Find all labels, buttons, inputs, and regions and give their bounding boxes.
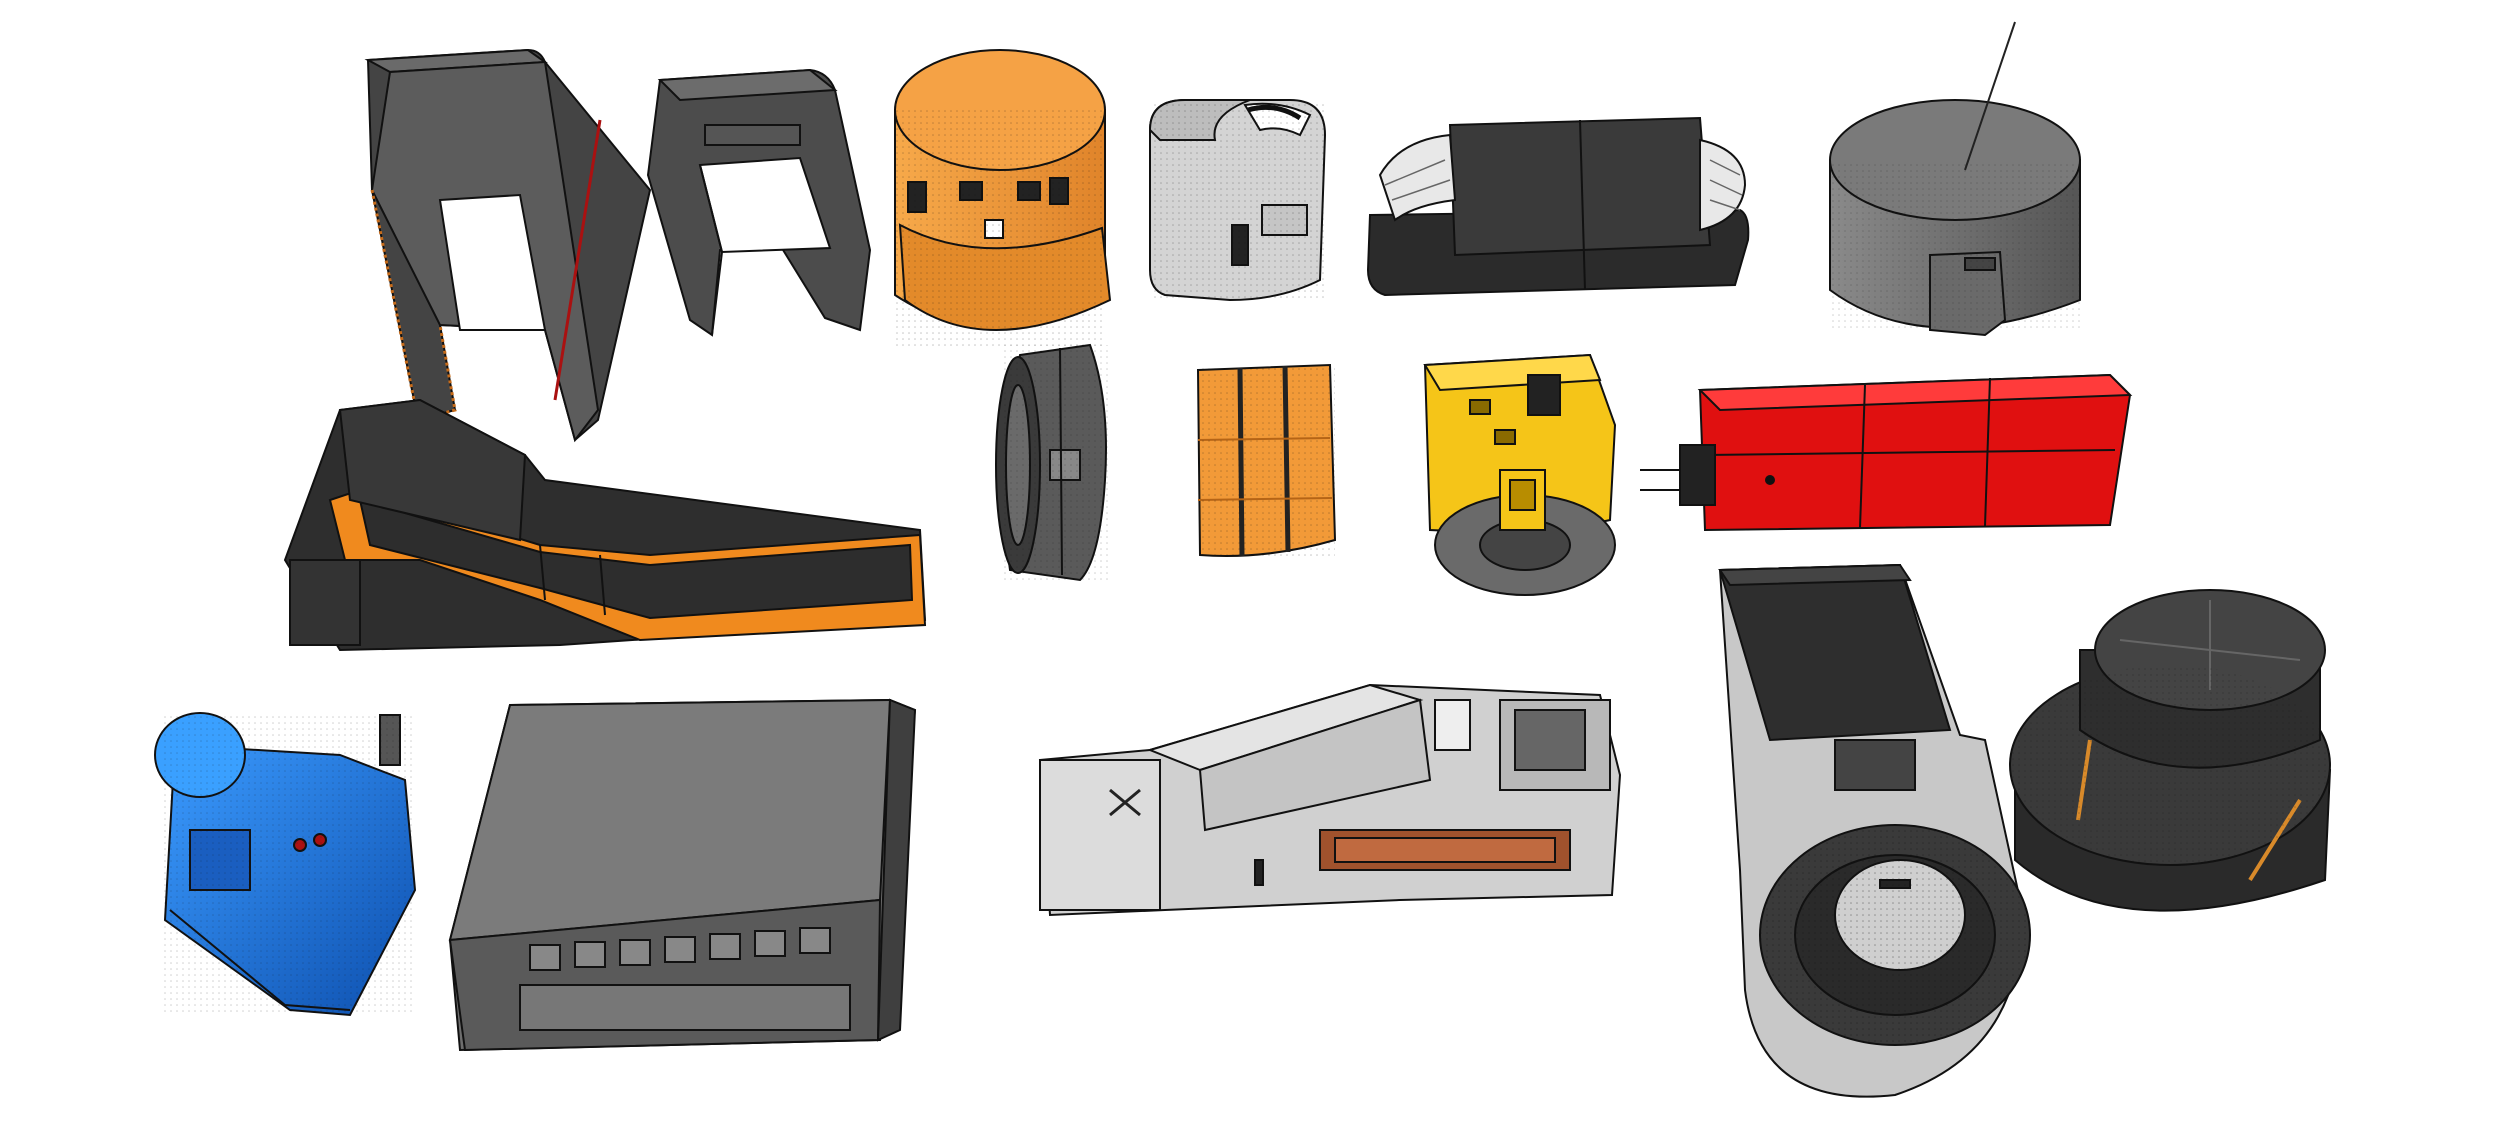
- gray-cylinder-with-antenna[interactable]: [1829, 21, 2081, 337]
- white-wedge-vehicle-module[interactable]: [1038, 683, 1622, 917]
- orange-black-ramp-conveyor[interactable]: [283, 398, 927, 652]
- gray-flat-roof-hangar[interactable]: [448, 698, 917, 1052]
- gray-arch-shell-large[interactable]: [364, 48, 652, 443]
- orange-cylinder-tank[interactable]: [894, 49, 1112, 350]
- yellow-engine-block[interactable]: [1423, 353, 1617, 596]
- red-cargo-container[interactable]: [1640, 373, 2133, 532]
- blue-machine-unit[interactable]: [154, 712, 417, 1017]
- black-stacked-cylinder-turret[interactable]: [2009, 589, 2332, 912]
- black-pad-with-hoses[interactable]: [1366, 116, 1750, 297]
- gray-ring-drum[interactable]: [995, 343, 1110, 582]
- white-capsule-module[interactable]: [1148, 99, 1327, 302]
- turbine-fan-tower[interactable]: [1718, 563, 2031, 1098]
- orange-barrel-segment[interactable]: [1196, 363, 1337, 560]
- gray-box-frame-open[interactable]: [646, 68, 872, 337]
